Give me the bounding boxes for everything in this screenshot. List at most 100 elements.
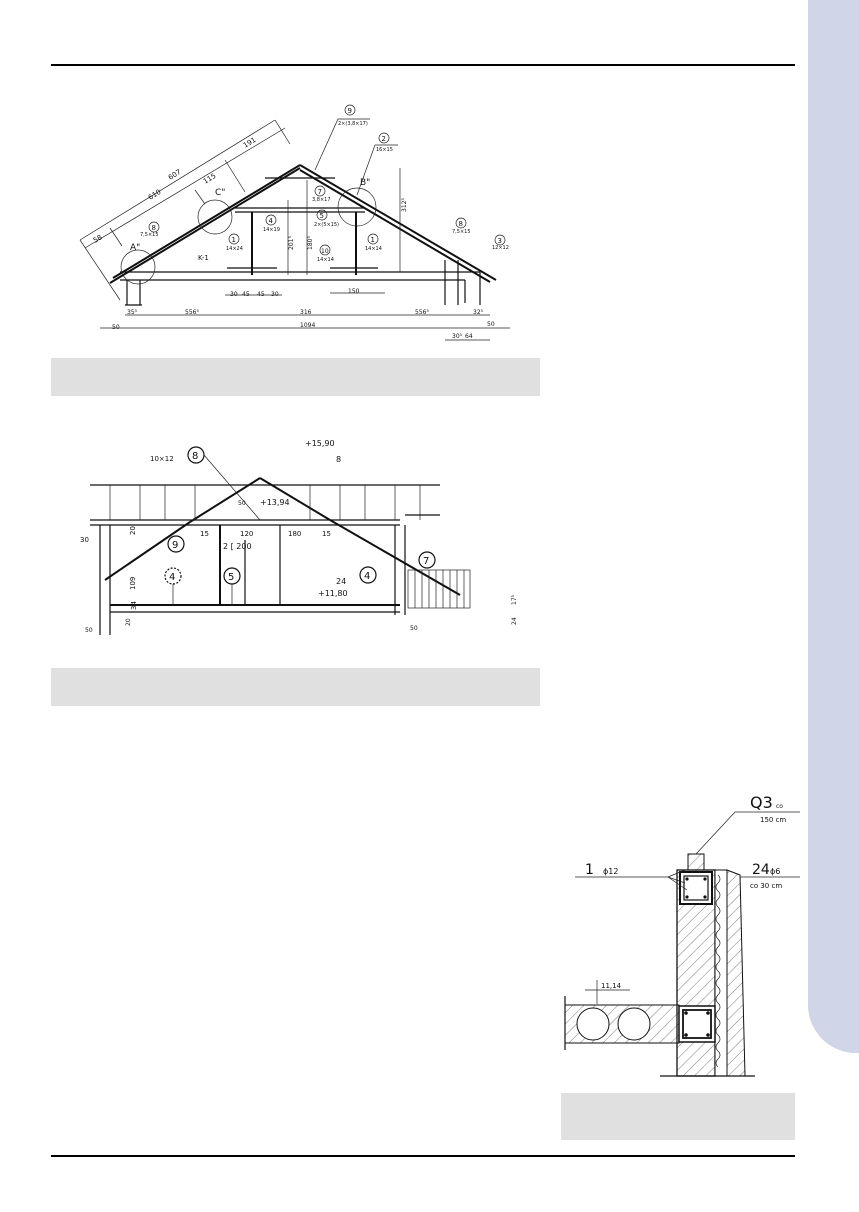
drawing-label: 1: [371, 236, 375, 244]
drawing-label: 14×24: [226, 246, 243, 252]
drawing-label: 17⁵: [511, 594, 518, 605]
drawing-label: 34: [130, 601, 138, 610]
drawing-label: 8: [459, 220, 463, 228]
drawing-label: 24: [752, 862, 770, 878]
drawing-label: 30: [271, 291, 279, 298]
drawing-label: 5: [228, 572, 234, 583]
drawing-label: 4: [269, 217, 274, 225]
callout-7: [418, 551, 436, 569]
drawing-label: C": [215, 188, 225, 198]
drawing-label: 9: [348, 107, 352, 115]
callout-4: 4 14×19: [263, 214, 280, 233]
drawing-label: 2 [ 200: [223, 542, 252, 551]
drawing-label: 1094: [300, 322, 315, 329]
drawing-label: +15,90: [305, 439, 335, 448]
roof-truss-drawing: 607 191 610 115 58 A" C" B" 9 2×(3,8×17)…: [79, 104, 510, 341]
drawing-label: 2×(3,8×17): [338, 121, 368, 127]
drawing-label: 7: [318, 188, 322, 196]
drawing-label: +13,94: [260, 498, 290, 507]
drawing-label: 11,14: [601, 982, 622, 990]
drawing-label: 15: [200, 530, 209, 538]
drawing-label: 16×15: [376, 147, 393, 153]
drawing-label: 35⁵: [127, 309, 138, 316]
drawing-label: 3: [498, 237, 502, 245]
callout-1a: 1 14×24: [226, 233, 243, 252]
drawing-label: +11,80: [318, 589, 348, 598]
drawing-label: 24: [336, 577, 346, 586]
drawing-label: 8: [152, 224, 156, 232]
drawing-label: K-1: [198, 254, 209, 262]
drawing-label: 10×12: [150, 455, 174, 463]
drawing-label: 556⁵: [185, 309, 199, 316]
drawing-label: co 30 cm: [750, 882, 782, 890]
callout-8a: 8 7,5×15: [140, 221, 160, 238]
detail-c-circle: [197, 199, 233, 235]
drawing-label: 14×19: [263, 227, 280, 233]
drawing-label: 10: [321, 248, 329, 255]
drawing-label: 30⁵: [452, 333, 463, 340]
wall-detail-drawing: 11,14 Q3 co 150 cm 1 ϕ12 24 ϕ6 co 30 cm: [564, 793, 800, 1077]
detail-b-circle: [337, 187, 377, 227]
drawing-label: 20: [129, 526, 137, 535]
drawing-label: 3,8×17: [312, 197, 331, 203]
drawing-label: 4: [364, 571, 370, 582]
drawing-label: 150 cm: [760, 816, 786, 824]
figure-2-caption: [51, 668, 540, 706]
callout-1b: 1 14×14: [365, 233, 382, 252]
callout-7: 7 3,8×17: [312, 185, 331, 203]
callout-9: 9 2×(3,8×17): [314, 104, 370, 171]
drawing-label: 1: [585, 862, 594, 878]
drawing-label: 7,5×15: [452, 229, 471, 235]
drawing-label: 50: [238, 500, 246, 507]
drawing-label: 1: [232, 236, 236, 244]
drawing-label: 2×(5×15): [314, 222, 339, 228]
callout-8b: 8 7,5×15: [452, 217, 471, 235]
header-rule: [51, 64, 795, 66]
drawing-label: 30: [80, 536, 89, 544]
figure-3-caption: [561, 1093, 795, 1140]
drawing-label: 5: [320, 212, 324, 220]
drawing-label: A": [130, 243, 140, 253]
attic-section-drawing: 10×12 8 +15,90 8 +13,94 50 120 180 15 15…: [80, 439, 518, 635]
drawing-label: co: [776, 803, 783, 810]
drawing-label: 32⁵: [473, 309, 484, 316]
drawing-label: 7: [423, 556, 429, 567]
figure-1-caption: [51, 358, 540, 396]
drawing-label: 8: [192, 451, 198, 462]
drawing-label: ϕ12: [603, 867, 618, 876]
drawing-label: 20: [125, 618, 132, 626]
drawing-label: 191: [242, 136, 258, 150]
drawing-label: ϕ6: [770, 867, 780, 876]
drawing-label: 8: [336, 455, 341, 464]
drawing-label: 14×14: [365, 246, 382, 252]
drawing-label: 64: [465, 333, 473, 340]
drawing-label: 15: [322, 530, 331, 538]
drawing-label: 4: [169, 572, 175, 583]
callout-5: 5 2×(5×15): [314, 209, 339, 228]
drawing-label: 50: [112, 324, 120, 331]
drawing-label: 316: [300, 309, 312, 316]
drawing-label: 115: [202, 172, 218, 186]
callout-4b: [359, 566, 377, 584]
drawing-label: 150: [348, 288, 360, 295]
drawing-label: 120: [240, 530, 253, 538]
drawing-label: 30: [230, 291, 238, 298]
drawing-label: 45: [257, 291, 265, 298]
chapter-side-tab: [808, 0, 859, 1053]
callout-10: 10 14×14: [317, 244, 334, 263]
drawing-label: B": [360, 178, 370, 188]
footer-rule: [51, 1155, 795, 1157]
left-rafter: [109, 167, 301, 284]
ring-beam-floor: [678, 1005, 716, 1043]
right-rafter: [299, 164, 497, 281]
drawing-label: 312⁵: [401, 198, 408, 212]
drawing-label: 180⁵: [307, 236, 314, 250]
ring-beam-top: [679, 871, 713, 905]
drawing-label: 9: [172, 540, 178, 551]
drawing-label: 50: [85, 627, 93, 634]
drawing-label: 58: [92, 233, 104, 244]
callout-9: [167, 535, 185, 553]
drawing-label: 201⁵: [288, 236, 295, 250]
callout-3: 3 12×12: [492, 234, 509, 251]
drawing-label: 7,5×15: [140, 232, 159, 238]
